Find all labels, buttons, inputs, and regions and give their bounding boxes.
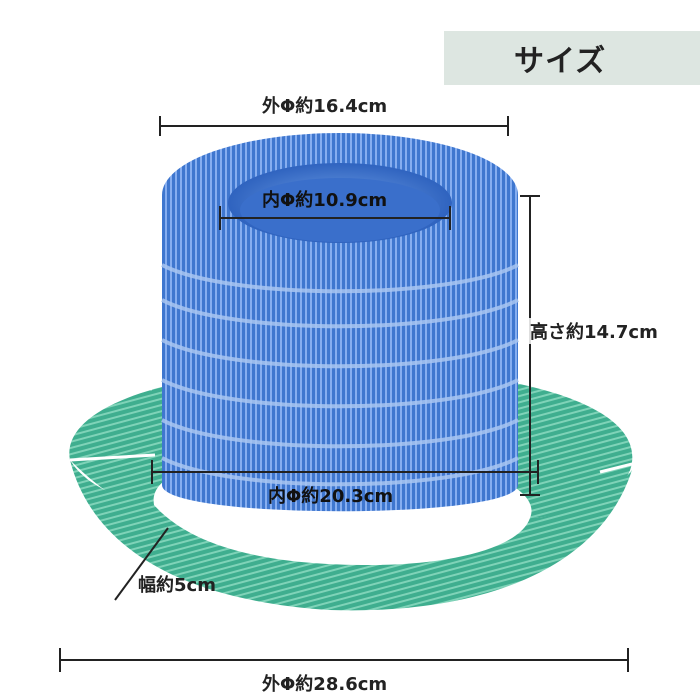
outer-diameter-top-label: 外Φ約16.4cm bbox=[262, 96, 388, 117]
page-title: サイズ bbox=[514, 44, 607, 79]
inner-diameter-top-label: 内Φ約10.9cm bbox=[262, 190, 388, 211]
blue-filter bbox=[161, 133, 519, 512]
inner-diameter-bottom-label: 内Φ約20.3cm bbox=[268, 486, 394, 507]
dimension-lines bbox=[59, 116, 629, 672]
outer-diameter-bottom-label: 外Φ約28.6cm bbox=[262, 674, 388, 695]
width-label: 幅約5cm bbox=[138, 575, 216, 596]
height-label: 高さ約14.7cm bbox=[527, 318, 661, 344]
title-banner: サイズ bbox=[444, 31, 700, 85]
